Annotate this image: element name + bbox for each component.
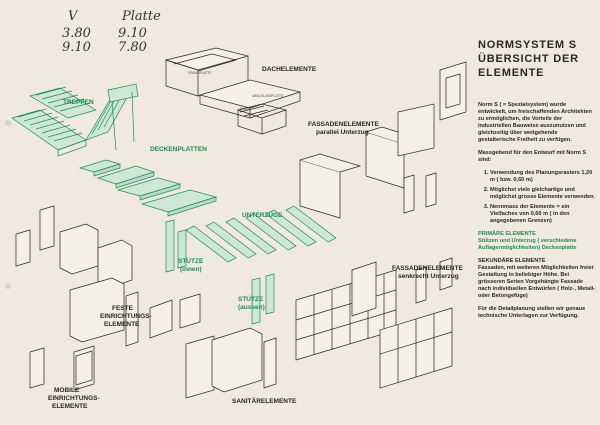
punch-hole-top: [5, 120, 11, 126]
criteria-heading: Massgebend für den Entwurf mit Norm S si…: [478, 150, 587, 163]
fassaden-parallel-label: FASSADENELEMENTE: [308, 121, 379, 128]
svg-text:(aussen): (aussen): [238, 304, 265, 311]
primary-heading: PRIMÄRE ELEMENTE: [478, 231, 536, 237]
svg-text:3.80: 3.80: [62, 26, 91, 41]
svg-text:V: V: [68, 9, 79, 24]
svg-text:Platte: Platte: [121, 9, 161, 24]
sanitaer-group: [185, 327, 277, 399]
secondary-body: Fassaden, mit weiteren Möglichkeiten fre…: [478, 265, 596, 299]
criteria-item: Nennmass der Elemente = ein Vielfaches v…: [490, 204, 596, 225]
fassaden-senkrecht-label: FASSADENELEMENTE: [392, 265, 463, 272]
dachelemente-group: [164, 47, 302, 135]
punch-hole-bottom: [5, 283, 11, 289]
unterzuege-label: UNTERZÜGE: [242, 210, 283, 219]
svg-text:ELEMENTE: ELEMENTE: [104, 321, 140, 328]
sanitaer-label: SANITÄRELEMENTE: [232, 397, 297, 405]
svg-text:7.80: 7.80: [118, 40, 147, 55]
feste-label: FESTE: [112, 305, 134, 312]
dachelemente-label: DACHELEMENTE: [262, 66, 317, 73]
stuetze-innen-label: STÜTZE: [178, 256, 204, 265]
criteria-list: Verwendung des Planungsrasters 1,20 m ( …: [478, 170, 596, 225]
fassaden-senkrecht-group: [295, 257, 453, 389]
svg-text:EINRICHTUNGS-: EINRICHTUNGS-: [100, 313, 152, 320]
handwritten-notes: V Platte 3.80 9.10 9.10 7.80: [62, 9, 161, 55]
svg-text:ELEMENTE: ELEMENTE: [52, 403, 88, 410]
mobile-einrichtung-group: [29, 345, 95, 391]
mobile-label: MOBILE: [54, 387, 80, 394]
primary-body: Stützen und Unterzug ( verschiedene Aufl…: [478, 238, 577, 251]
intro-text: Norm S ( = Spezialsystem) wurde entwicke…: [478, 102, 592, 143]
treppen-label: TREPPEN: [63, 99, 94, 106]
unterzuege-group: [185, 205, 337, 263]
svg-text:(innen): (innen): [180, 266, 202, 273]
svg-text:GRUNDPLATTE: GRUNDPLATTE: [188, 71, 212, 75]
svg-text:RINNE: RINNE: [240, 107, 250, 111]
svg-text:EINRICHTUNGS-: EINRICHTUNGS-: [48, 395, 100, 402]
feste-einrichtung-group: [15, 205, 201, 347]
description-panel: NORMSYSTEM S ÜBERSICHT DER ELEMENTE Norm…: [478, 38, 596, 326]
deckenplatten-label: DECKENPLATTEN: [150, 146, 207, 153]
fassaden-parallel-group: [299, 61, 467, 219]
treppen-stairs: [11, 83, 139, 157]
secondary-heading: SEKUNDÄRE ELEMENTE: [478, 258, 546, 264]
svg-text:senkrecht Unterzug: senkrecht Unterzug: [398, 273, 459, 280]
svg-text:9.10: 9.10: [62, 40, 91, 55]
stuetzen-group: [165, 219, 275, 325]
svg-text:ABSCHLUSSPLATTE: ABSCHLUSSPLATTE: [252, 94, 283, 98]
criteria-item: Verwendung des Planungsrasters 1,20 m ( …: [490, 170, 596, 184]
svg-text:9.10: 9.10: [118, 26, 147, 41]
criteria-item: Möglichst viele gleichartige und möglich…: [490, 187, 596, 201]
deckenplatten-group: [78, 159, 218, 217]
stuetze-aussen-label: STÜTZE: [238, 294, 264, 303]
panel-title: NORMSYSTEM S ÜBERSICHT DER ELEMENTE: [478, 39, 579, 79]
footer-text: Für die Detailplanung stellen wir genaue…: [478, 306, 586, 319]
svg-text:parallel Unterzug: parallel Unterzug: [316, 129, 369, 136]
